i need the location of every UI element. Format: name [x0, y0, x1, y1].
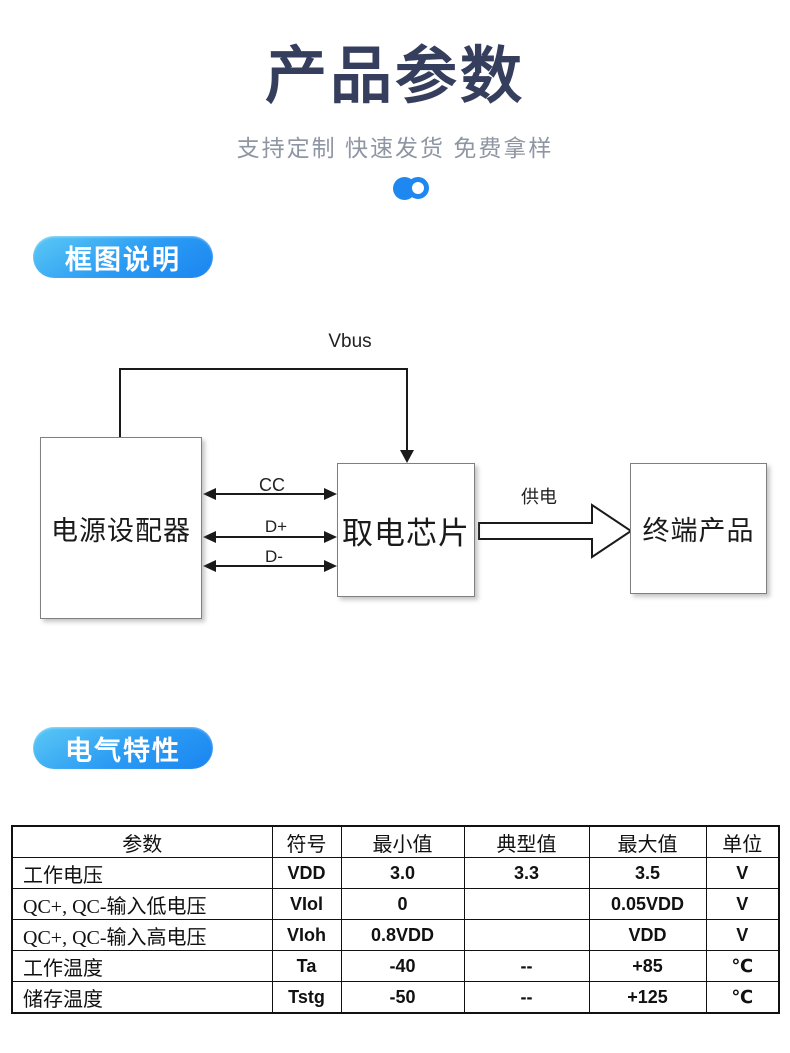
- table-header-row: 参数 符号 最小值 典型值 最大值 单位: [11, 825, 780, 858]
- ring-dot-icon: [407, 177, 429, 199]
- header-symbol: 符号: [271, 825, 342, 858]
- cell-parameter: QC+, QC-输入高电压: [11, 919, 273, 951]
- table-row: 储存温度 Tstg -50 -- +125 ℃: [11, 981, 780, 1014]
- cell-min: 0.8VDD: [340, 919, 465, 951]
- cell-unit: V: [705, 857, 780, 889]
- cell-symbol: VIol: [271, 888, 342, 920]
- cell-typical: [463, 888, 590, 920]
- cell-typical: 3.3: [463, 857, 590, 889]
- section-badge-diagram: 框图说明: [33, 236, 213, 278]
- cell-max: VDD: [588, 919, 707, 951]
- cell-symbol: VIoh: [271, 919, 342, 951]
- chip-label: 取电芯片: [342, 515, 470, 551]
- vbus-label: Vbus: [328, 331, 372, 352]
- header-parameter: 参数: [11, 825, 273, 858]
- product-label: 终端产品: [642, 516, 755, 546]
- power-supply-label: 供电: [521, 487, 557, 507]
- dminus-label: D-: [265, 547, 283, 566]
- header-typical: 典型值: [463, 825, 590, 858]
- cell-parameter: QC+, QC-输入低电压: [11, 888, 273, 920]
- dminus-double-arrow: [203, 560, 337, 572]
- electrical-spec-table: 参数 符号 最小值 典型值 最大值 单位 工作电压 VDD 3.0 3.3 3.…: [11, 825, 780, 1014]
- table-row: 工作温度 Ta -40 -- +85 ℃: [11, 950, 780, 982]
- cell-unit: V: [705, 888, 780, 920]
- dplus-double-arrow: [203, 531, 337, 543]
- dplus-label: D+: [264, 517, 288, 536]
- cell-typical: --: [463, 950, 590, 982]
- cell-unit: V: [705, 919, 780, 951]
- table-row: QC+, QC-输入低电压 VIol 0 0.05VDD V: [11, 888, 780, 920]
- cell-min: 0: [340, 888, 465, 920]
- cell-unit: ℃: [705, 950, 780, 982]
- cell-min: -50: [340, 981, 465, 1014]
- cell-max: +85: [588, 950, 707, 982]
- page-subtitle: 支持定制 快速发货 免费拿样: [236, 135, 554, 161]
- cell-symbol: Tstg: [271, 981, 342, 1014]
- diagram-node-adapter: 电源设配器: [40, 437, 202, 619]
- cell-min: 3.0: [340, 857, 465, 889]
- cell-typical: [463, 919, 590, 951]
- section-badge-electrical: 电气特性: [33, 727, 213, 769]
- cell-typical: --: [463, 981, 590, 1014]
- cell-parameter: 工作温度: [11, 950, 273, 982]
- cc-double-arrow: [203, 488, 337, 500]
- cell-max: 0.05VDD: [588, 888, 707, 920]
- cell-max: 3.5: [588, 857, 707, 889]
- section-badge-diagram-label: 框图说明: [65, 244, 181, 275]
- table-row: QC+, QC-输入高电压 VIoh 0.8VDD VDD V: [11, 919, 780, 951]
- cell-unit: ℃: [705, 981, 780, 1014]
- power-block-arrow: [478, 503, 633, 559]
- section-badge-electrical-label: 电气特性: [65, 735, 181, 766]
- header-max: 最大值: [588, 825, 707, 858]
- cell-symbol: Ta: [271, 950, 342, 982]
- cell-parameter: 储存温度: [11, 981, 273, 1014]
- header-unit: 单位: [705, 825, 780, 858]
- cell-symbol: VDD: [271, 857, 342, 889]
- diagram-node-product: 终端产品: [630, 463, 767, 594]
- vbus-arrow: [119, 368, 414, 463]
- diagram-node-chip: 取电芯片: [337, 463, 475, 597]
- table-row: 工作电压 VDD 3.0 3.3 3.5 V: [11, 857, 780, 889]
- page-title: 产品参数: [264, 42, 525, 111]
- cc-label: CC: [259, 475, 285, 495]
- header-min: 最小值: [340, 825, 465, 858]
- cell-min: -40: [340, 950, 465, 982]
- block-diagram-canvas: [119, 368, 633, 572]
- adapter-label: 电源设配器: [51, 515, 191, 546]
- cell-parameter: 工作电压: [11, 857, 273, 889]
- cell-max: +125: [588, 981, 707, 1014]
